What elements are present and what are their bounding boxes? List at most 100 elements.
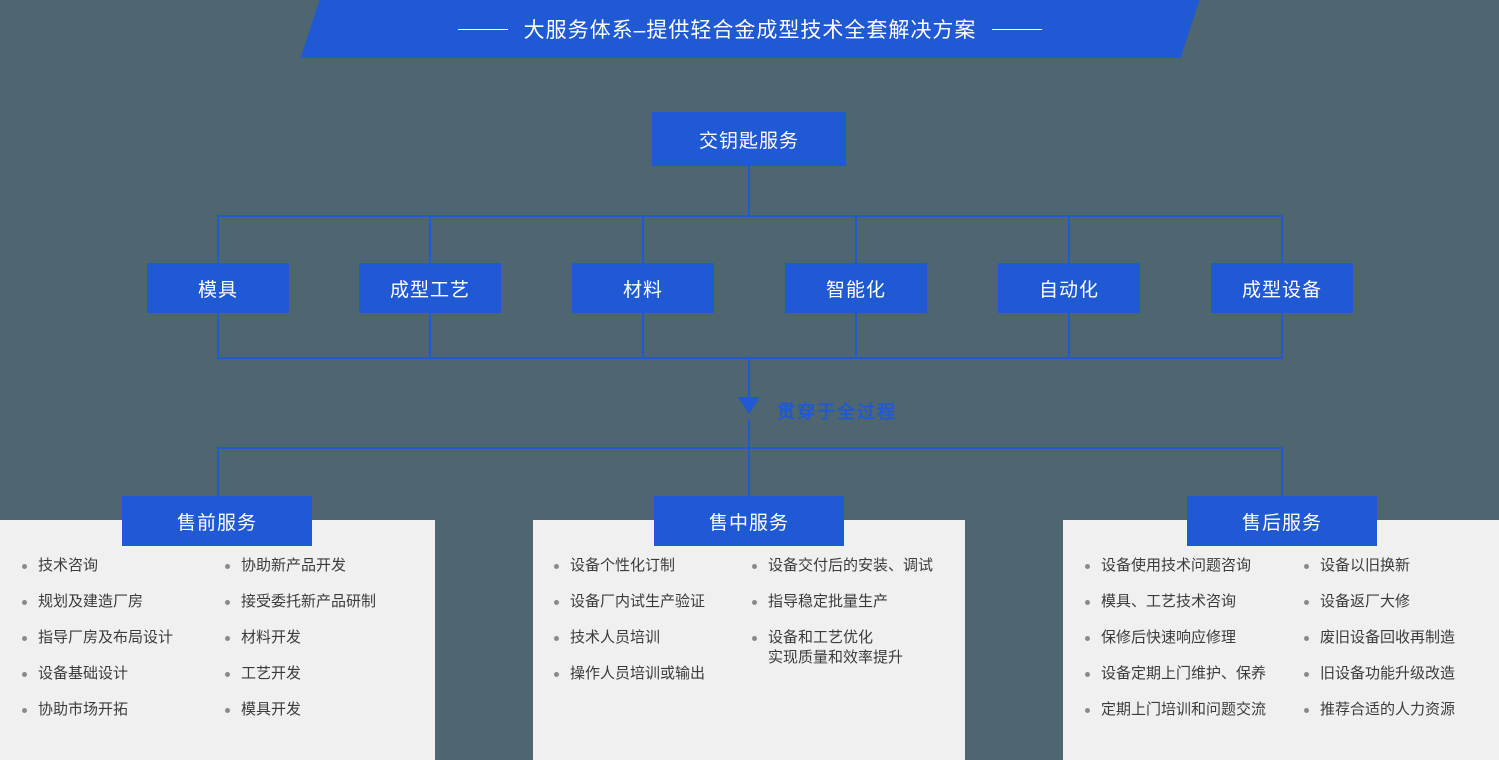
- bullet-dot-icon: [1304, 672, 1309, 677]
- connector-arrow-stem: [748, 357, 750, 397]
- list-item[interactable]: 设备以旧换新: [1304, 556, 1494, 576]
- list-item[interactable]: 设备定期上门维护、保养: [1085, 664, 1304, 684]
- list-item-text: 操作人员培训或输出: [570, 665, 706, 682]
- node-service-insale[interactable]: 售中服务: [654, 496, 844, 546]
- list-item[interactable]: 工艺开发: [225, 664, 425, 684]
- list-item-text: 设备返厂大修: [1320, 593, 1411, 610]
- bullet-column-aftersale-1: 设备使用技术问题咨询 模具、工艺技术咨询 保修后快速响应修理 设备定期上门维护、…: [1085, 556, 1304, 760]
- list-item[interactable]: 协助市场开拓: [22, 700, 225, 720]
- list-item[interactable]: 设备个性化订制: [554, 556, 752, 576]
- list-item[interactable]: 模具开发: [225, 700, 425, 720]
- node-capability-4-label: 智能化: [825, 279, 886, 301]
- list-item-text: 设备厂内试生产验证: [570, 593, 706, 610]
- bullet-column-insale-2: 设备交付后的安装、调试 指导稳定批量生产 设备和工艺优化 实现质量和效率提升: [752, 556, 962, 760]
- list-item[interactable]: 定期上门培训和问题交流: [1085, 700, 1304, 720]
- connector-top-bus: [217, 215, 1282, 217]
- list-item[interactable]: 技术人员培训: [554, 628, 752, 648]
- connector-service-drop-1: [217, 447, 219, 496]
- bullet-dot-icon: [225, 564, 230, 569]
- list-item[interactable]: 技术咨询: [22, 556, 225, 576]
- bullet-group-aftersale: 设备使用技术问题咨询 模具、工艺技术咨询 保修后快速响应修理 设备定期上门维护、…: [1085, 556, 1494, 760]
- list-item-text: 推荐合适的人力资源: [1320, 701, 1456, 718]
- node-root[interactable]: 交钥匙服务: [652, 112, 846, 166]
- panel-presale: [0, 520, 435, 760]
- node-capability-3[interactable]: 材料: [572, 263, 714, 313]
- bullet-dot-icon: [752, 636, 757, 641]
- panel-insale: [533, 520, 965, 760]
- list-item-text: 技术人员培训: [570, 629, 661, 646]
- list-item[interactable]: 设备和工艺优化 实现质量和效率提升: [752, 628, 962, 668]
- list-item-text: 模具、工艺技术咨询: [1101, 593, 1237, 610]
- list-item-text: 设备个性化订制: [570, 557, 676, 574]
- list-item[interactable]: 设备返厂大修: [1304, 592, 1494, 612]
- list-item-text: 协助市场开拓: [38, 701, 129, 718]
- list-item-text: 工艺开发: [241, 665, 302, 682]
- list-item[interactable]: 设备交付后的安装、调试: [752, 556, 962, 576]
- bullet-column-presale-2: 协助新产品开发 接受委托新产品研制 材料开发 工艺开发 模具开发: [225, 556, 425, 760]
- list-item[interactable]: 接受委托新产品研制: [225, 592, 425, 612]
- list-item-text: 材料开发: [241, 629, 302, 646]
- bullet-dot-icon: [22, 672, 27, 677]
- list-item[interactable]: 指导稳定批量生产: [752, 592, 962, 612]
- list-item-text: 设备定期上门维护、保养: [1101, 665, 1267, 682]
- connector-drop-4: [855, 215, 857, 263]
- list-item[interactable]: 推荐合适的人力资源: [1304, 700, 1494, 720]
- list-item-text: 规划及建造厂房: [38, 593, 144, 610]
- bullet-dot-icon: [22, 564, 27, 569]
- node-capability-5[interactable]: 自动化: [998, 263, 1140, 313]
- list-item-text: 设备交付后的安装、调试: [768, 557, 934, 574]
- list-item[interactable]: 旧设备功能升级改造: [1304, 664, 1494, 684]
- node-service-aftersale-label: 售后服务: [1241, 512, 1322, 534]
- page-title: 大服务体系–提供轻合金成型技术全套解决方案: [523, 19, 977, 42]
- node-service-aftersale[interactable]: 售后服务: [1187, 496, 1377, 546]
- node-capability-1-label: 模具: [197, 279, 238, 301]
- banner-rule-right-icon: [992, 28, 1043, 30]
- list-item[interactable]: 设备基础设计: [22, 664, 225, 684]
- list-item[interactable]: 模具、工艺技术咨询: [1085, 592, 1304, 612]
- list-item-text: 接受委托新产品研制: [241, 593, 377, 610]
- list-item[interactable]: 指导厂房及布局设计: [22, 628, 225, 648]
- list-item[interactable]: 材料开发: [225, 628, 425, 648]
- node-capability-1[interactable]: 模具: [147, 263, 289, 313]
- list-item-text: 模具开发: [241, 701, 302, 718]
- list-item[interactable]: 废旧设备回收再制造: [1304, 628, 1494, 648]
- list-item[interactable]: 操作人员培训或输出: [554, 664, 752, 684]
- connector-service-drop-2: [748, 447, 750, 496]
- bullet-column-aftersale-2: 设备以旧换新 设备返厂大修 废旧设备回收再制造 旧设备功能升级改造 推荐合适的人…: [1304, 556, 1494, 760]
- list-item-text: 技术咨询: [38, 557, 99, 574]
- node-capability-2[interactable]: 成型工艺: [359, 263, 501, 313]
- list-item[interactable]: 设备使用技术问题咨询: [1085, 556, 1304, 576]
- node-capability-6[interactable]: 成型设备: [1211, 263, 1353, 313]
- bullet-column-insale-1: 设备个性化订制 设备厂内试生产验证 技术人员培训 操作人员培训或输出: [554, 556, 752, 760]
- bullet-group-presale: 技术咨询 规划及建造厂房 指导厂房及布局设计 设备基础设计 协助市场开拓: [22, 556, 425, 760]
- list-item-text: 废旧设备回收再制造: [1320, 629, 1456, 646]
- list-item-text: 指导稳定批量生产: [768, 593, 889, 610]
- connector-service-drop-3: [1281, 447, 1283, 496]
- connector-drop-1: [217, 215, 219, 263]
- list-item-text-line2: 实现质量和效率提升: [768, 649, 904, 666]
- node-service-presale[interactable]: 售前服务: [122, 496, 312, 546]
- flow-arrow-icon: [738, 397, 760, 414]
- connector-riser-2: [429, 313, 431, 359]
- connector-riser-5: [1068, 313, 1070, 359]
- title-banner: 大服务体系–提供轻合金成型技术全套解决方案: [310, 0, 1190, 58]
- list-item-text: 指导厂房及布局设计: [38, 629, 174, 646]
- node-capability-4[interactable]: 智能化: [785, 263, 927, 313]
- bullet-dot-icon: [554, 564, 559, 569]
- bullet-dot-icon: [554, 600, 559, 605]
- node-capability-2-label: 成型工艺: [389, 279, 470, 301]
- bullet-dot-icon: [22, 600, 27, 605]
- bullet-dot-icon: [1085, 600, 1090, 605]
- list-item[interactable]: 协助新产品开发: [225, 556, 425, 576]
- node-service-presale-label: 售前服务: [176, 512, 257, 534]
- list-item-text: 协助新产品开发: [241, 557, 347, 574]
- panel-aftersale: [1063, 520, 1499, 760]
- node-service-insale-label: 售中服务: [708, 512, 789, 534]
- node-capability-3-label: 材料: [622, 279, 663, 301]
- list-item[interactable]: 规划及建造厂房: [22, 592, 225, 612]
- list-item[interactable]: 设备厂内试生产验证: [554, 592, 752, 612]
- node-capability-6-label: 成型设备: [1241, 279, 1322, 301]
- list-item-text: 旧设备功能升级改造: [1320, 665, 1456, 682]
- list-item[interactable]: 保修后快速响应修理: [1085, 628, 1304, 648]
